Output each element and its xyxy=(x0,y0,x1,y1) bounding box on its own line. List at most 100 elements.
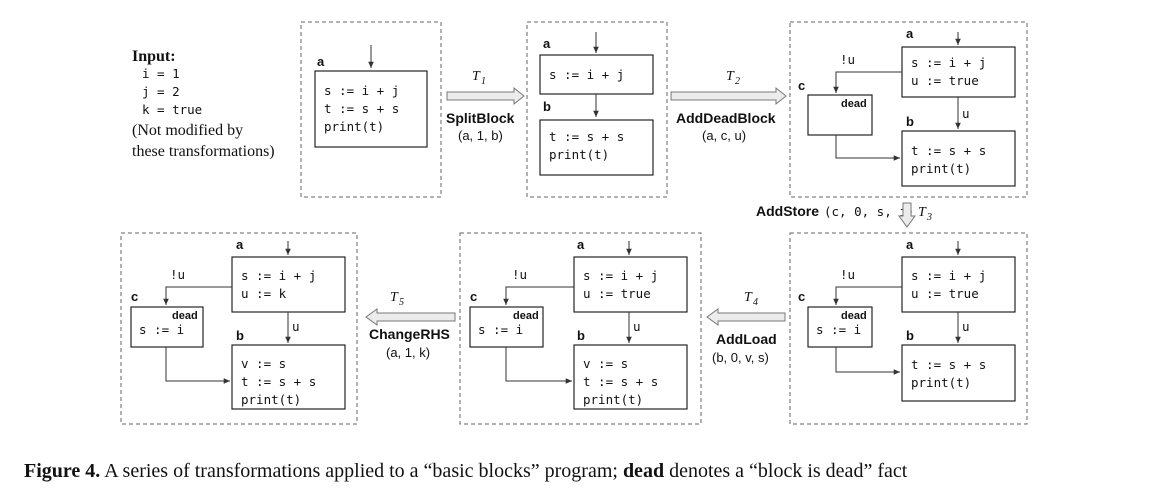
code-line: print(t) xyxy=(911,375,971,390)
t1-subscript: 1 xyxy=(481,76,486,87)
block-b xyxy=(901,344,1016,402)
block-c xyxy=(469,306,544,348)
t5-subscript: 5 xyxy=(399,297,404,308)
t5-args: (a, 1, k) xyxy=(386,345,430,360)
edge-a-to-c xyxy=(163,286,232,305)
block-c-label: c xyxy=(470,289,477,304)
code-line: u := true xyxy=(583,286,651,301)
left-arrow-icon xyxy=(365,308,456,326)
panel-6: a s := i + j u := k c dead s := i !u u b… xyxy=(120,232,358,425)
code-line: print(t) xyxy=(241,392,301,407)
block-c xyxy=(807,94,873,136)
block-a-label: a xyxy=(906,237,914,252)
code-line: t := s + s xyxy=(549,129,624,144)
edge-c-to-b xyxy=(165,347,230,384)
t3-args: (c, 0, s, i) xyxy=(824,204,914,219)
block-b xyxy=(901,130,1016,187)
panel-5-frame xyxy=(459,232,702,425)
block-a xyxy=(901,256,1016,313)
panel-3: a s := i + j u := true c dead !u u b t :… xyxy=(789,21,1028,198)
dead-fact-label: dead xyxy=(841,98,867,110)
caption-label: Figure 4. xyxy=(24,460,100,482)
edge-label-not-u: !u xyxy=(170,267,185,282)
t4-args: (b, 0, v, s) xyxy=(712,350,769,365)
t4-subscript: 4 xyxy=(753,297,758,308)
input-note-2: these transformations) xyxy=(132,143,275,160)
edge-c-to-b xyxy=(505,347,572,384)
input-title: Input: xyxy=(132,48,176,65)
down-arrow-icon xyxy=(898,202,916,228)
code-line: s := i + j xyxy=(324,83,399,98)
caption-text-2: denotes a “block is dead” fact xyxy=(664,460,908,482)
edge-a-to-c xyxy=(833,286,902,305)
edge-label-u: u xyxy=(633,319,641,334)
t3-subscript: 3 xyxy=(926,212,932,223)
code-line: s := i + j xyxy=(911,268,986,283)
panel-2-frame xyxy=(526,21,668,198)
transform-t2: T 2 AddDeadBlock (a, c, u) xyxy=(670,69,787,143)
block-c xyxy=(807,306,873,348)
right-arrow-icon xyxy=(446,86,525,106)
code-line: s := i xyxy=(816,322,861,337)
dead-fact-label: dead xyxy=(513,310,539,322)
t2-name: AddDeadBlock xyxy=(676,110,776,126)
block-b-label: b xyxy=(236,328,244,343)
code-line: u := true xyxy=(911,286,979,301)
t1-symbol: T xyxy=(472,69,481,84)
code-line: u := k xyxy=(241,286,287,301)
code-line: s := i xyxy=(139,322,184,337)
panel-1-frame xyxy=(300,21,442,198)
block-a xyxy=(539,54,654,95)
code-line: v := s xyxy=(583,356,628,371)
block-a-label: a xyxy=(317,54,325,69)
t2-symbol: T xyxy=(726,69,735,84)
transform-t1: T 1 SplitBlock (a, 1, b) xyxy=(446,69,525,143)
code-line: s := i + j xyxy=(241,268,316,283)
code-line: s := i + j xyxy=(583,268,658,283)
code-line: print(t) xyxy=(549,147,609,162)
input-line-1: i = 1 xyxy=(142,66,180,81)
panel-1: a s := i + j t := s + s print(t) xyxy=(300,21,442,198)
block-a xyxy=(231,256,346,313)
edge-c-to-b xyxy=(835,135,900,161)
code-line: print(t) xyxy=(583,392,643,407)
t1-args: (a, 1, b) xyxy=(458,128,503,143)
t3-symbol: T xyxy=(918,205,927,220)
code-line: t := s + s xyxy=(241,374,316,389)
block-a-label: a xyxy=(236,237,244,252)
edge-a-to-c xyxy=(503,286,574,305)
panel-4: a s := i + j u := true c dead s := i !u … xyxy=(789,232,1028,425)
left-arrow-icon xyxy=(706,308,786,326)
edge-label-u: u xyxy=(292,319,300,334)
block-a-label: a xyxy=(543,36,551,51)
block-a xyxy=(314,70,428,148)
code-line: t := s + s xyxy=(911,143,986,158)
block-c-label: c xyxy=(798,78,805,93)
t3-name: AddStore xyxy=(756,203,819,219)
dead-fact-label: dead xyxy=(172,310,198,322)
edge-label-not-u: !u xyxy=(840,267,855,282)
block-b-label: b xyxy=(577,328,585,343)
input-note-1: (Not modified by xyxy=(132,122,243,139)
edge-c-to-b xyxy=(835,347,900,375)
code-line: print(t) xyxy=(324,119,384,134)
block-b-label: b xyxy=(906,328,914,343)
code-line: v := s xyxy=(241,356,286,371)
block-b-label: b xyxy=(543,99,551,114)
dead-fact-label: dead xyxy=(841,310,867,322)
figure-caption: Figure 4. A series of transformations ap… xyxy=(24,460,908,482)
panel-2: a s := i + j b t := s + s print(t) xyxy=(526,21,668,198)
block-b-label: b xyxy=(906,114,914,129)
t2-args: (a, c, u) xyxy=(702,128,746,143)
block-a xyxy=(573,256,688,313)
right-arrow-icon xyxy=(670,86,787,106)
input-line-2: j = 2 xyxy=(142,84,180,99)
code-line: t := s + s xyxy=(324,101,399,116)
code-line: u := true xyxy=(911,73,979,88)
code-line: s := i xyxy=(478,322,523,337)
panel-5: a s := i + j u := true c dead s := i !u … xyxy=(459,232,702,425)
t5-name: ChangeRHS xyxy=(369,326,450,342)
edge-label-u: u xyxy=(962,319,970,334)
block-c-label: c xyxy=(798,289,805,304)
t4-name: AddLoad xyxy=(716,331,777,347)
